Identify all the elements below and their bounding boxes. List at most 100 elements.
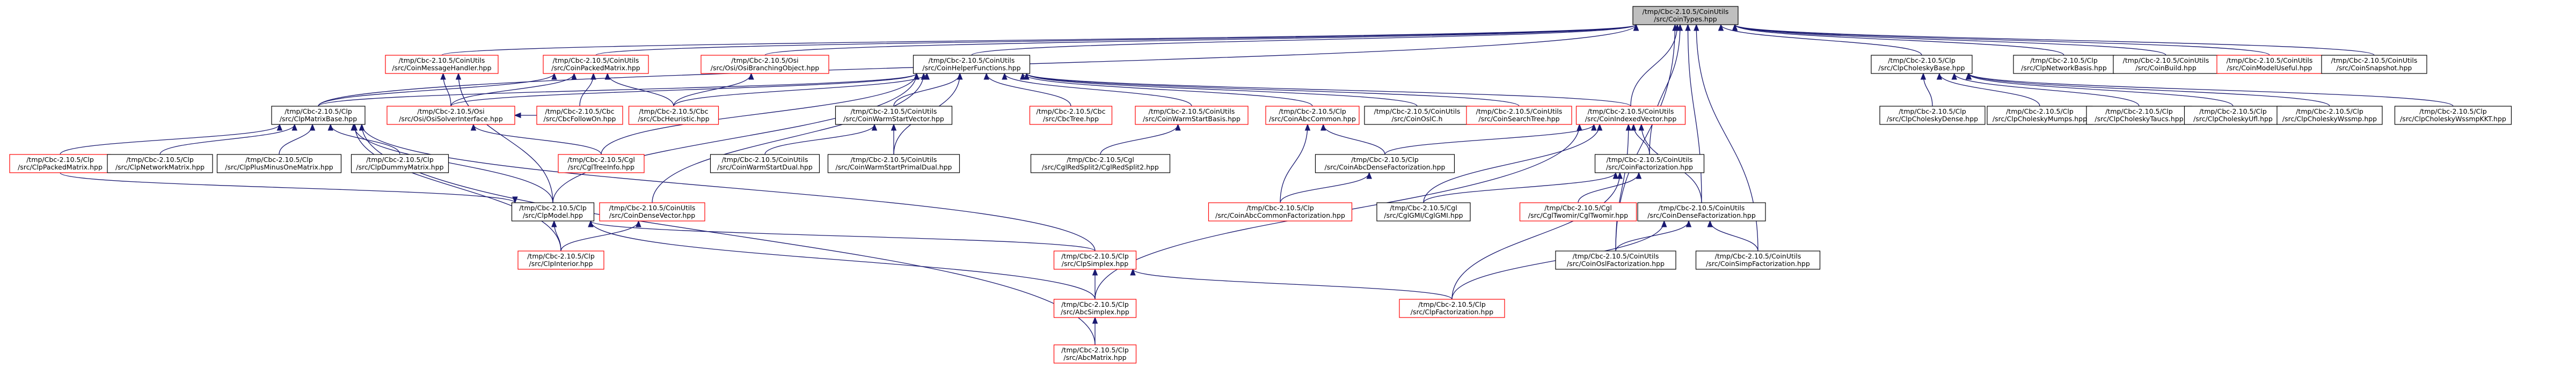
node-coinSnapshot[interactable]: /tmp/Cbc-2.10.5/CoinUtils/src/CoinSnapsh… bbox=[2321, 55, 2427, 74]
node-label-line: /src/CoinHelperFunctions.hpp bbox=[922, 64, 1020, 72]
node-label-line: /tmp/Cbc-2.10.5/Clp bbox=[2006, 107, 2074, 115]
node-coinBuild[interactable]: /tmp/Cbc-2.10.5/CoinUtils/src/CoinBuild.… bbox=[2113, 55, 2219, 74]
node-box bbox=[271, 106, 366, 125]
node-clpModel[interactable]: /tmp/Cbc-2.10.5/Clp/src/ClpModel.hpp bbox=[511, 202, 595, 222]
node-label-line: /tmp/Cbc-2.10.5/CoinUtils bbox=[1588, 107, 1674, 115]
node-clpCholeskyWssmpKKT[interactable]: /tmp/Cbc-2.10.5/Clp/src/ClpCholeskyWssmp… bbox=[2394, 106, 2512, 125]
node-box bbox=[1632, 6, 1739, 25]
node-coinWarmStartPrimalDual[interactable]: /tmp/Cbc-2.10.5/CoinUtils/src/CoinWarmSt… bbox=[827, 154, 960, 173]
node-coinSimpFactorization[interactable]: /tmp/Cbc-2.10.5/CoinUtils/src/CoinSimpFa… bbox=[1695, 250, 1821, 270]
node-clpNetworkBasis[interactable]: /tmp/Cbc-2.10.5/Clp/src/ClpNetworkBasis.… bbox=[2013, 55, 2115, 74]
edge-coinAbcCommonFactorization-to-coinAbcCommon bbox=[1280, 124, 1308, 203]
node-box bbox=[1053, 250, 1137, 270]
edge-coinOslC-to-coinLpFunctions bbox=[1027, 73, 1418, 107]
node-clpCholeskyUfl[interactable]: /tmp/Cbc-2.10.5/Clp/src/ClpCholeskyUfl.h… bbox=[2184, 106, 2282, 125]
node-coinLpFunctions[interactable]: /tmp/Cbc-2.10.5/CoinUtils/src/CoinHelper… bbox=[913, 55, 1031, 74]
node-clpCholeskyTaucs[interactable]: /tmp/Cbc-2.10.5/Clp/src/ClpCholeskyTaucs… bbox=[2086, 106, 2192, 125]
edge-arrow bbox=[1735, 24, 2166, 56]
node-box bbox=[1053, 344, 1137, 364]
edge-arrow bbox=[1280, 172, 1369, 203]
node-clpMatrixBase[interactable]: /tmp/Cbc-2.10.5/Clp/src/ClpMatrixBase.hp… bbox=[271, 106, 366, 125]
node-coinMessageHandler[interactable]: /tmp/Cbc-2.10.5/CoinUtils/src/CoinMessag… bbox=[385, 55, 499, 74]
node-clpPackedMatrix[interactable]: /tmp/Cbc-2.10.5/Clp/src/ClpPackedMatrix.… bbox=[9, 154, 111, 173]
node-label-line: /tmp/Cbc-2.10.5/Clp bbox=[366, 156, 434, 164]
node-abcSimplex[interactable]: /tmp/Cbc-2.10.5/Clp/src/AbcSimplex.hpp bbox=[1053, 299, 1137, 318]
edge-clpCholeskyTaucs-to-clpCholeskyBase bbox=[1954, 73, 2140, 107]
node-cglTreeInfo[interactable]: /tmp/Cbc-2.10.5/Cgl/src/CglTreeInfo.hpp bbox=[558, 154, 645, 173]
node-cglGMI[interactable]: /tmp/Cbc-2.10.5/Cgl/src/CglGMI/CglGMI.hp… bbox=[1376, 202, 1471, 222]
node-label-line: /src/ClpCholeskyTaucs.hpp bbox=[2095, 115, 2183, 123]
node-clpPlusMinusOneMatrix[interactable]: /tmp/Cbc-2.10.5/Clp/src/ClpPlusMinusOneM… bbox=[216, 154, 342, 173]
node-label-line: /src/ClpCholeskyBase.hpp bbox=[1878, 64, 1965, 72]
node-clpFactorization[interactable]: /tmp/Cbc-2.10.5/Clp/src/ClpFactorization… bbox=[1399, 299, 1505, 318]
edge-arrow bbox=[1939, 73, 2040, 107]
node-cbcFollowOn[interactable]: /tmp/Cbc-2.10.5/Cbc/src/CbcFollowOn.hpp bbox=[536, 106, 623, 125]
node-box bbox=[1315, 154, 1455, 173]
node-clpSimplex[interactable]: /tmp/Cbc-2.10.5/Clp/src/ClpSimplex.hpp bbox=[1053, 250, 1137, 270]
node-label-line: /tmp/Cbc-2.10.5/Osi bbox=[417, 107, 484, 115]
node-coinDenseFactorization[interactable]: /tmp/Cbc-2.10.5/CoinUtils/src/CoinDenseF… bbox=[1637, 202, 1766, 222]
edge-arrow bbox=[1969, 73, 2330, 107]
node-label-line: /src/ClpCholeskyMumps.hpp bbox=[1993, 115, 2087, 123]
node-label-line: /tmp/Cbc-2.10.5/Clp bbox=[2419, 107, 2487, 115]
node-cglRedSplit2[interactable]: /tmp/Cbc-2.10.5/Cgl/src/CglRedSplit2/Cgl… bbox=[1030, 154, 1171, 173]
node-coinFactorization[interactable]: /tmp/Cbc-2.10.5/CoinUtils/src/CoinFactor… bbox=[1594, 154, 1705, 173]
node-coinModelUseful[interactable]: /tmp/Cbc-2.10.5/CoinUtils/src/CoinModelU… bbox=[2216, 55, 2323, 74]
node-clpCholeskyBase[interactable]: /tmp/Cbc-2.10.5/Clp/src/ClpCholeskyBase.… bbox=[1871, 55, 1973, 74]
node-cbcTree[interactable]: /tmp/Cbc-2.10.5/Cbc/src/CbcTree.hpp bbox=[1029, 106, 1113, 125]
node-clpInterior[interactable]: /tmp/Cbc-2.10.5/Clp/src/ClpInterior.hpp bbox=[517, 250, 604, 270]
node-cglTwomir[interactable]: /tmp/Cbc-2.10.5/Cgl/src/CglTwomir/CglTwo… bbox=[1519, 202, 1637, 222]
node-coinWarmStartBasis[interactable]: /tmp/Cbc-2.10.5/CoinUtils/src/CoinWarmSt… bbox=[1135, 106, 1249, 125]
node-osiBranchingObject[interactable]: /tmp/Cbc-2.10.5/Osi/src/Osi/OsiBranching… bbox=[700, 55, 829, 74]
node-box bbox=[1030, 154, 1171, 173]
edge-arrow bbox=[318, 73, 917, 107]
node-coinWarmStartVector[interactable]: /tmp/Cbc-2.10.5/CoinUtils/src/CoinWarmSt… bbox=[835, 106, 953, 125]
node-label-line: /tmp/Cbc-2.10.5/CoinUtils bbox=[399, 56, 485, 64]
edge-cbcHeuristic-to-coinLpFunctions bbox=[673, 73, 927, 107]
node-box bbox=[517, 250, 604, 270]
edge-cglRedSplit2-to-coinWarmStartBasis bbox=[1100, 124, 1178, 155]
node-label-line: /src/CoinSearchTree.hpp bbox=[1478, 115, 1559, 123]
edge-arrow bbox=[1384, 124, 1594, 155]
node-box bbox=[700, 55, 829, 74]
node-coinPackedMatrix[interactable]: /tmp/Cbc-2.10.5/CoinUtils/src/CoinPacked… bbox=[543, 55, 649, 74]
node-coinAbcDenseFactorization[interactable]: /tmp/Cbc-2.10.5/Clp/src/CoinAbcDenseFact… bbox=[1315, 154, 1455, 173]
node-clpCholeskyDense[interactable]: /tmp/Cbc-2.10.5/Clp/src/ClpCholeskyDense… bbox=[1879, 106, 1986, 125]
node-coinSearchTree[interactable]: /tmp/Cbc-2.10.5/CoinUtils/src/CoinSearch… bbox=[1466, 106, 1572, 125]
edge-coinSimpFactorization-to-coinDenseFactorization bbox=[1710, 220, 1758, 252]
node-coinIndexedVector[interactable]: /tmp/Cbc-2.10.5/CoinUtils/src/CoinIndexe… bbox=[1575, 106, 1686, 125]
node-box bbox=[1575, 106, 1686, 125]
node-clpCholeskyMumps[interactable]: /tmp/Cbc-2.10.5/Clp/src/ClpCholeskyMumps… bbox=[1987, 106, 2093, 125]
node-label-line: /tmp/Cbc-2.10.5/Clp bbox=[1246, 204, 1314, 212]
edge-clpSimplex-to-clpMatrixBase bbox=[362, 124, 1096, 252]
node-abcMatrix[interactable]: /tmp/Cbc-2.10.5/Clp/src/AbcMatrix.hpp bbox=[1053, 344, 1137, 364]
node-clpCholeskyWssmp[interactable]: /tmp/Cbc-2.10.5/Clp/src/ClpCholeskyWssmp… bbox=[2276, 106, 2383, 125]
edge-coinLpFunctions-to-coinTypes bbox=[971, 24, 1636, 56]
edge-clpModel-to-clpMatrixBase bbox=[354, 124, 553, 203]
node-coinOslC[interactable]: /tmp/Cbc-2.10.5/CoinUtils/src/CoinOslC.h bbox=[1364, 106, 1470, 125]
node-box bbox=[2086, 106, 2192, 125]
edge-coinOslFactorization-to-coinIndexedVector bbox=[1615, 124, 1629, 252]
node-coinDenseVector[interactable]: /tmp/Cbc-2.10.5/CoinUtils/src/CoinDenseV… bbox=[599, 202, 705, 222]
node-label-line: /src/CglTwomir/CglTwomir.hpp bbox=[1528, 211, 1628, 219]
edge-arrow bbox=[318, 73, 554, 107]
node-cbcHeuristic[interactable]: /tmp/Cbc-2.10.5/Cbc/src/CbcHeuristic.hpp bbox=[628, 106, 719, 125]
node-coinTypes[interactable]: /tmp/Cbc-2.10.5/CoinUtils/src/CoinTypes.… bbox=[1632, 6, 1739, 25]
node-label-line: /src/CbcHeuristic.hpp bbox=[638, 115, 709, 123]
node-coinWarmStartDual[interactable]: /tmp/Cbc-2.10.5/CoinUtils/src/CoinWarmSt… bbox=[710, 154, 820, 173]
edge-coinAbcDenseFactorization-to-coinIndexedVector bbox=[1384, 124, 1594, 155]
node-box bbox=[536, 106, 623, 125]
edge-arrow bbox=[1923, 73, 1933, 107]
edge-arrow bbox=[1721, 24, 1922, 56]
node-coinAbcCommon[interactable]: /tmp/Cbc-2.10.5/Clp/src/CoinAbcCommon.hp… bbox=[1265, 106, 1360, 125]
node-clpNetworkMatrix[interactable]: /tmp/Cbc-2.10.5/Clp/src/ClpNetworkMatrix… bbox=[107, 154, 213, 173]
edge-coinSearchTree-to-coinLpFunctions bbox=[1027, 73, 1520, 107]
node-clpDummyMatrix[interactable]: /tmp/Cbc-2.10.5/Clp/src/ClpDummyMatrix.h… bbox=[351, 154, 449, 173]
node-box bbox=[107, 154, 213, 173]
edge-arrow bbox=[1735, 24, 2375, 56]
node-coinOslFactorization[interactable]: /tmp/Cbc-2.10.5/CoinUtils/src/CoinOslFac… bbox=[1555, 250, 1676, 270]
edge-arrow bbox=[1423, 172, 1616, 203]
node-box bbox=[1987, 106, 2093, 125]
node-osiSolverInterface[interactable]: /tmp/Cbc-2.10.5/Osi/src/Osi/OsiSolverInt… bbox=[386, 106, 515, 125]
node-coinAbcCommonFactorization[interactable]: /tmp/Cbc-2.10.5/Clp/src/CoinAbcCommonFac… bbox=[1208, 202, 1353, 222]
